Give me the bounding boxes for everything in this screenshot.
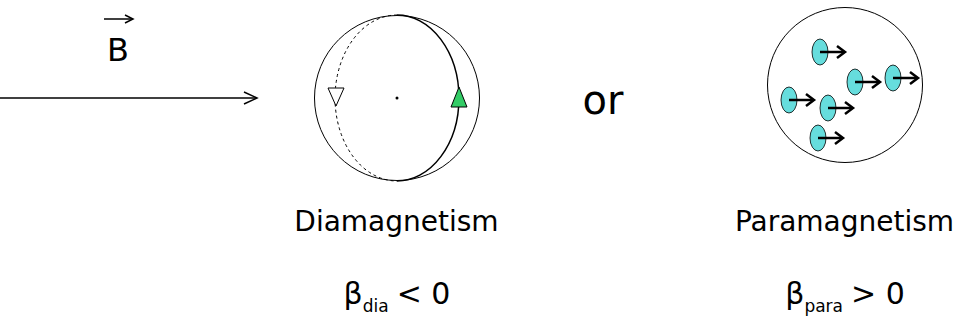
spins — [781, 39, 918, 151]
field-symbol: B — [107, 34, 129, 66]
nucleus-dot — [396, 97, 399, 100]
beta-symbol: β — [785, 276, 804, 311]
field-arrow — [0, 92, 257, 104]
orbit — [335, 15, 459, 181]
vector-accent — [104, 15, 133, 23]
sphere: Paramagnetism — [767, 7, 923, 163]
susceptibility-expression: βdia < 0 — [344, 279, 451, 315]
orbit-arrow-front — [451, 87, 467, 107]
sphere: Diamagnetism — [314, 15, 480, 181]
orbit-arrow-back — [328, 88, 344, 106]
beta-symbol: β — [344, 276, 363, 311]
sphere-heading: Diamagnetism — [294, 208, 498, 236]
sphere-heading: Paramagnetism — [735, 208, 954, 236]
sign-relation: > 0 — [851, 276, 905, 311]
sign-relation: < 0 — [397, 276, 451, 311]
beta-subscript: dia — [363, 296, 389, 316]
beta-subscript: para — [804, 296, 843, 316]
susceptibility-expression: βpara > 0 — [785, 279, 905, 315]
connective-word: or — [583, 80, 624, 120]
